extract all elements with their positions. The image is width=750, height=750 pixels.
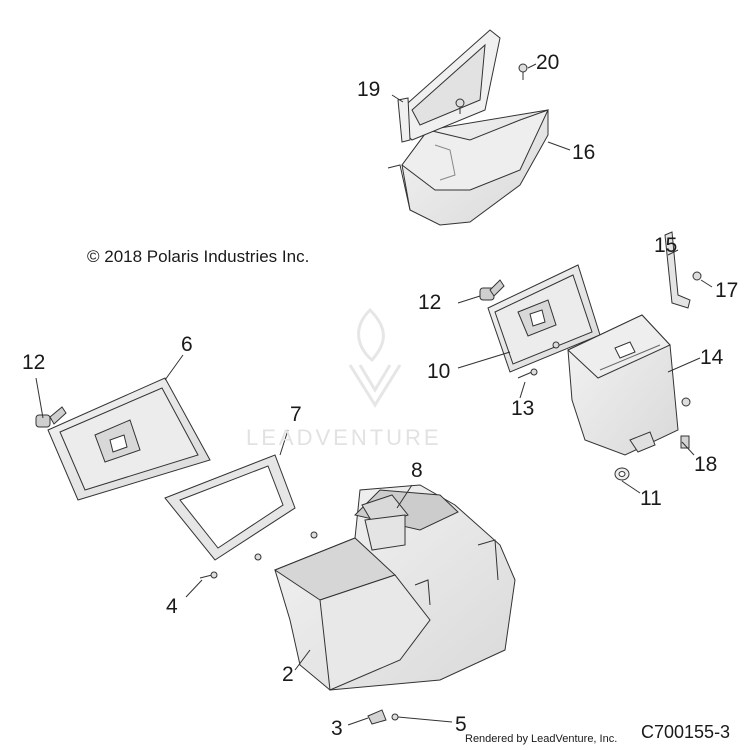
part-11-grommet xyxy=(614,467,630,481)
part-10-cover xyxy=(487,264,601,373)
part-17-screw xyxy=(692,271,702,281)
callout-12-right: 12 xyxy=(418,291,442,314)
rendered-by-credit: Rendered by LeadVenture, Inc. xyxy=(465,733,618,745)
callout-18: 18 xyxy=(694,453,718,476)
callout-14: 14 xyxy=(700,346,724,369)
part-20-screw xyxy=(518,63,528,80)
callout-17: 17 xyxy=(715,279,739,302)
leadventure-logo-watermark xyxy=(348,307,402,408)
callout-4: 4 xyxy=(166,595,178,618)
small-screw-bin xyxy=(455,98,465,114)
part-15-bracket xyxy=(664,231,691,309)
callout-5: 5 xyxy=(455,713,467,736)
callout-10: 10 xyxy=(427,360,451,383)
part-5-nut xyxy=(391,713,399,721)
callout-2: 2 xyxy=(282,663,294,686)
callout-11: 11 xyxy=(640,487,662,510)
document-number: C700155-3 xyxy=(641,722,731,742)
callout-13: 13 xyxy=(511,397,535,420)
part-19-bin-lid xyxy=(397,29,501,143)
callout-7: 7 xyxy=(290,403,302,426)
callout-3: 3 xyxy=(331,717,343,740)
callout-16: 16 xyxy=(572,141,596,164)
part-12-latch-right xyxy=(479,279,505,301)
part-14-battery-box xyxy=(567,314,691,456)
callout-20: 20 xyxy=(536,51,560,74)
part-4-bolt xyxy=(199,531,318,579)
part-7-gasket-frame xyxy=(164,454,296,561)
part-18-clip xyxy=(680,435,690,449)
part-12-latch-left xyxy=(35,406,67,428)
callout-6: 6 xyxy=(181,333,193,356)
leader-lines xyxy=(35,63,713,726)
part-6-cover-panel xyxy=(47,377,211,501)
part-16-storage-bin xyxy=(387,109,549,226)
watermark-text: LEADVENTURE xyxy=(246,425,442,450)
part-8-inlet-duct xyxy=(361,494,409,551)
part-3-clamp xyxy=(367,709,387,725)
callout-19: 19 xyxy=(357,78,381,101)
callout-12-left: 12 xyxy=(22,351,46,374)
copyright-notice: © 2018 Polaris Industries Inc. xyxy=(87,247,310,266)
part-13-bolt xyxy=(517,341,560,379)
callout-15: 15 xyxy=(654,234,678,257)
part-2-airbox-housing xyxy=(273,484,516,691)
callout-8: 8 xyxy=(411,459,423,482)
